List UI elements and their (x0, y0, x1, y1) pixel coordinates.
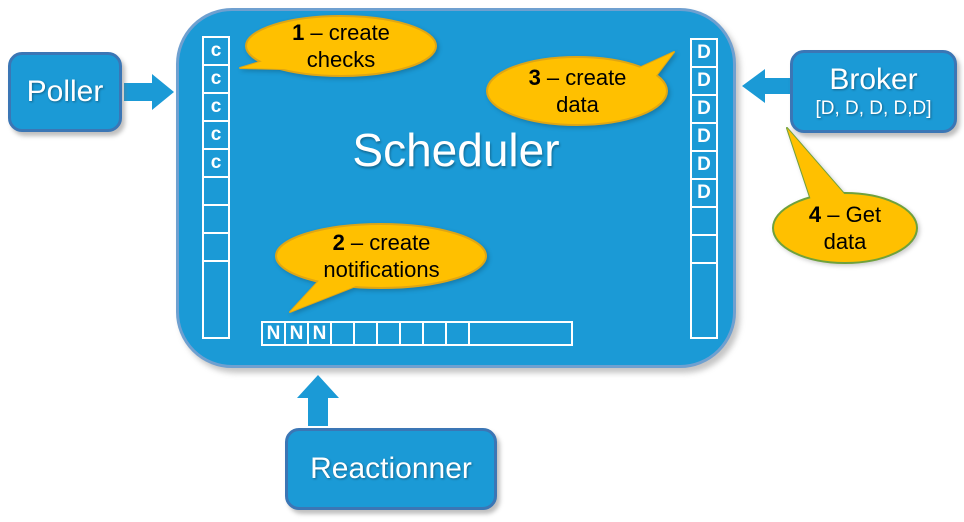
notifications-queue: N N N (261, 321, 573, 346)
poller-label: Poller (26, 75, 104, 108)
callout-text: 1 – create checks (245, 15, 437, 77)
data-queue-cell: D (692, 152, 716, 180)
reactionner-to-scheduler-arrow (297, 375, 339, 426)
callout-line2: checks (306, 47, 376, 72)
callout-line2: data (823, 229, 867, 254)
checks-queue-cell: c (204, 122, 228, 150)
checks-queue-cell: c (204, 66, 228, 94)
notifications-queue-cell: N (309, 323, 332, 344)
callout-create-data: 3 – create data (483, 45, 683, 130)
notifications-queue-cell (355, 323, 378, 344)
speech-bubble-shape (275, 223, 487, 313)
checks-queue-cell: c (204, 150, 228, 178)
data-queue: D D D D D D (690, 38, 718, 339)
notifications-queue-cell (332, 323, 355, 344)
notifications-queue-cell (470, 323, 571, 344)
checks-queue-cell: c (204, 94, 228, 122)
scheduler-title: Scheduler (352, 124, 560, 176)
data-queue-cell: D (692, 40, 716, 68)
callout-text: 2 – create notifications (276, 224, 487, 288)
callout-number: 4 (808, 202, 822, 227)
data-queue-cell: D (692, 96, 716, 124)
broker-node: Broker [D, D, D, D,D] (790, 50, 957, 133)
checks-queue-cell (204, 262, 228, 337)
data-queue-cell (692, 236, 716, 264)
poller-node: Poller (8, 52, 122, 132)
callout-line1: – Get (821, 202, 882, 227)
notifications-queue-cell (424, 323, 447, 344)
reactionner-node: Reactionner (285, 428, 497, 510)
callout-line1: – create (540, 65, 627, 90)
callout-create-notifications: 2 – create notifications (266, 218, 491, 318)
callout-line1: – create (344, 230, 431, 255)
callout-line1: – create (304, 20, 390, 45)
callout-text: 4 – Get data (773, 193, 917, 263)
notifications-queue-cell (447, 323, 470, 344)
poller-to-scheduler-arrow (124, 74, 174, 110)
data-queue-cell (692, 208, 716, 236)
broker-label: Broker (829, 63, 918, 96)
speech-bubble-shape (239, 15, 437, 77)
checks-queue: c c c c c (202, 36, 230, 339)
callout-line2: notifications (323, 257, 440, 282)
notifications-queue-cell (401, 323, 424, 344)
notifications-queue-cell (378, 323, 401, 344)
checks-queue-cell: c (204, 38, 228, 66)
callout-text: 3 – create data (487, 57, 668, 125)
callout-number: 3 (528, 65, 541, 90)
broker-contents: [D, D, D, D,D] (815, 98, 932, 119)
data-queue-cell: D (692, 180, 716, 208)
data-queue-cell: D (692, 68, 716, 96)
checks-queue-cell (204, 206, 228, 234)
callout-number: 1 (292, 20, 305, 45)
callout-get-data: 4 – Get data (765, 122, 935, 272)
broker-to-scheduler-arrow (742, 69, 791, 103)
checks-queue-cell (204, 234, 228, 262)
checks-queue-cell (204, 178, 228, 206)
callout-create-checks: 1 – create checks (236, 10, 446, 82)
data-queue-cell: D (692, 124, 716, 152)
data-queue-cell (692, 264, 716, 337)
notifications-queue-cell: N (263, 323, 286, 344)
callout-line2: data (556, 92, 599, 117)
speech-bubble-shape (486, 51, 675, 126)
notifications-queue-cell: N (286, 323, 309, 344)
callout-number: 2 (332, 230, 345, 255)
speech-bubble-shape (772, 127, 918, 264)
reactionner-label: Reactionner (310, 452, 472, 485)
